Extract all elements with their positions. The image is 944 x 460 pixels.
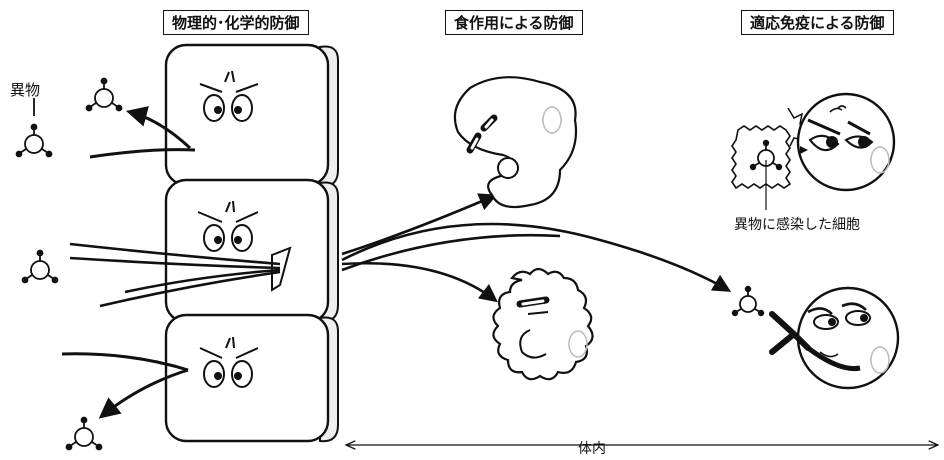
label-infected-cell: 異物に感染した細胞 bbox=[734, 217, 860, 233]
foreign-body-icon bbox=[65, 416, 103, 451]
b-cell-with-antibody bbox=[731, 285, 900, 390]
arrow-penetration-middle bbox=[69, 193, 732, 308]
foreign-body-icon bbox=[15, 98, 53, 158]
phagocyte-cell-top bbox=[453, 76, 578, 209]
foreign-body-icon bbox=[21, 249, 59, 284]
arrow-deflected-bottom bbox=[61, 352, 189, 419]
barrier-cell-bottom bbox=[164, 313, 339, 443]
top-crop-strip bbox=[0, 0, 944, 10]
heading-physical-chemical-defense: 物理的･化学的防御 bbox=[163, 10, 309, 35]
barrier-cell-middle bbox=[164, 178, 339, 324]
phagocyte-cell-bottom bbox=[492, 267, 594, 381]
infected-cell bbox=[731, 107, 813, 210]
foreign-body-icon bbox=[85, 77, 123, 112]
label-foreign-body: 異物 bbox=[10, 81, 41, 99]
barrier-cell-top bbox=[164, 43, 339, 188]
killer-t-cell bbox=[796, 92, 896, 192]
heading-adaptive-immunity-defense: 適応免疫による防御 bbox=[741, 10, 894, 35]
arrow-deflected-top bbox=[89, 106, 196, 159]
heading-phagocytosis-defense: 食作用による防御 bbox=[445, 10, 583, 35]
